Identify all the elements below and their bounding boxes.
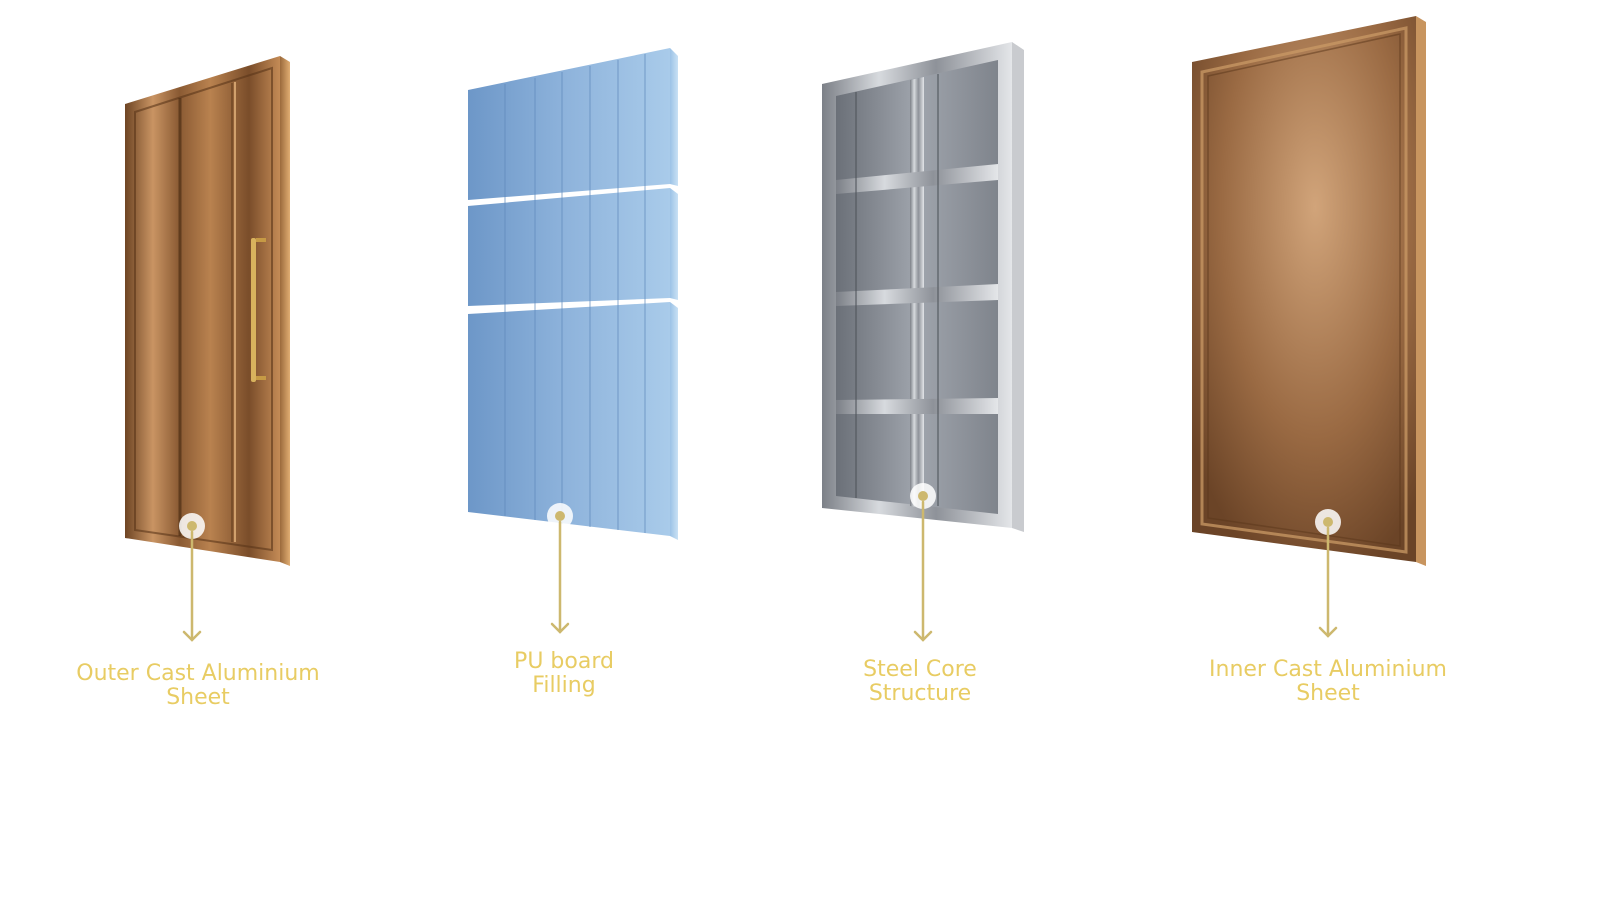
layer-inner-aluminium: Inner Cast Aluminium Sheet <box>1140 0 1600 900</box>
marker-dot-icon <box>1315 509 1341 535</box>
marker-dot-icon <box>179 513 205 539</box>
layer-steel-core: Steel Core Structure <box>760 0 1140 900</box>
inner-door-face <box>1192 16 1416 562</box>
pu-board-illustration <box>468 48 678 634</box>
layer-outer-aluminium: Outer Cast Aluminium Sheet <box>0 0 400 900</box>
outer-door-illustration <box>125 56 290 642</box>
down-arrow-icon <box>182 530 202 642</box>
down-arrow-icon <box>913 500 933 642</box>
inner-door-illustration <box>1192 16 1426 638</box>
marker-dot-icon <box>910 483 936 509</box>
down-arrow-icon <box>550 520 570 634</box>
outer-aluminium-label: Outer Cast Aluminium Sheet <box>76 661 320 710</box>
layer-pu-board: PU board Filling <box>400 0 760 900</box>
inner-aluminium-label: Inner Cast Aluminium Sheet <box>1209 657 1447 706</box>
marker-dot-icon <box>547 503 573 529</box>
door-handle-icon <box>251 238 266 382</box>
pu-board-label: PU board Filling <box>514 649 614 698</box>
steel-core-illustration <box>822 42 1024 642</box>
down-arrow-icon <box>1318 526 1338 638</box>
outer-door-face <box>125 56 280 562</box>
steel-core-label: Steel Core Structure <box>863 657 977 706</box>
